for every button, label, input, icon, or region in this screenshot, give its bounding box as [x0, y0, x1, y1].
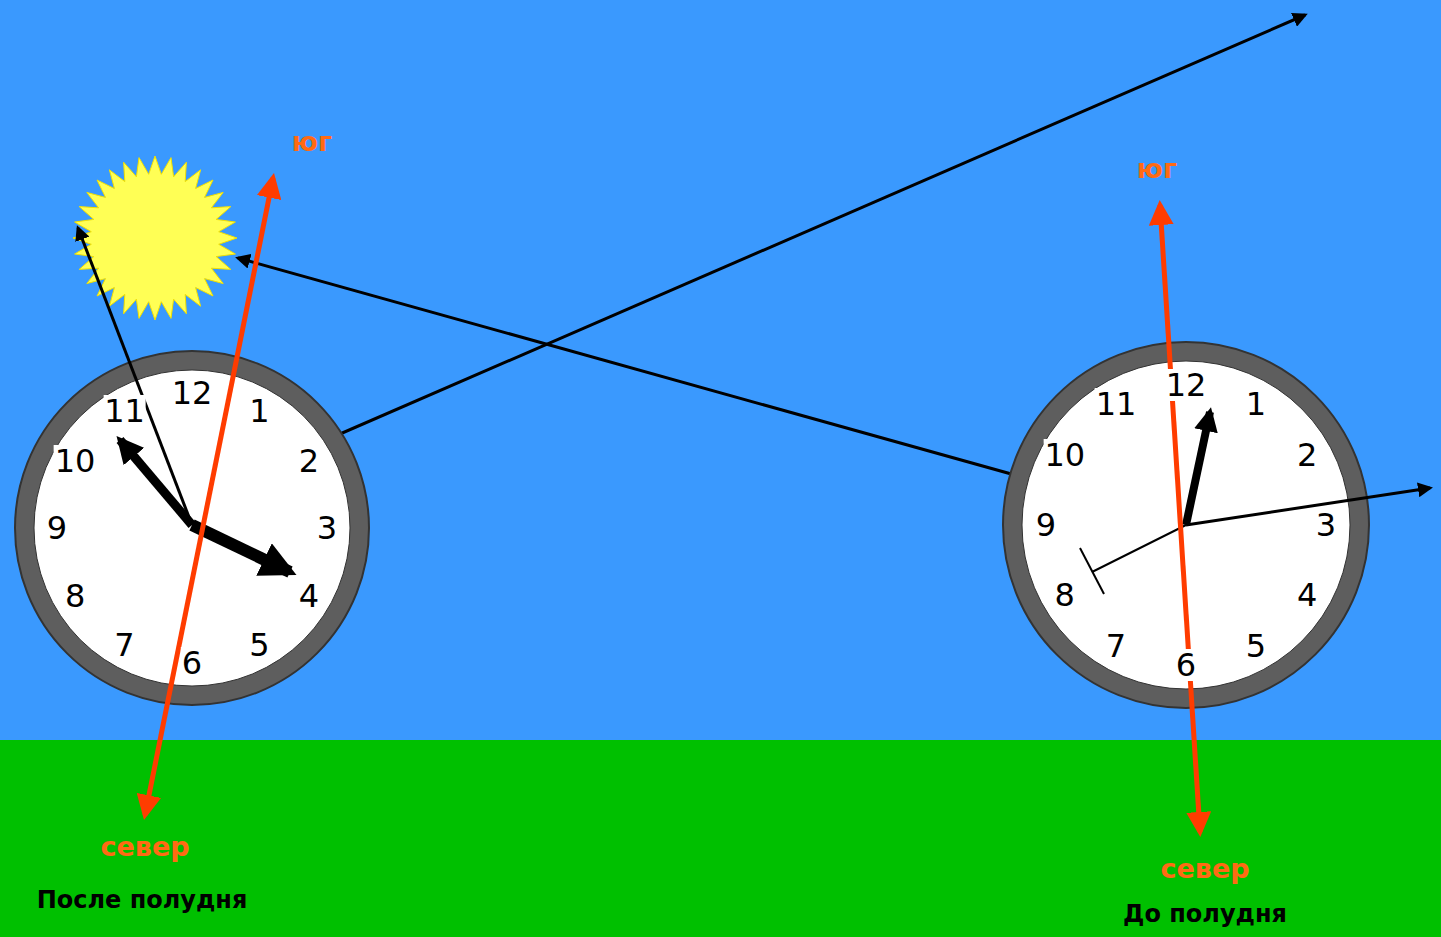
clock-number: 7	[1105, 630, 1127, 662]
clock-number: 12	[171, 377, 214, 409]
second-hand-tick	[1080, 548, 1104, 594]
clock-number: 9	[1035, 509, 1057, 541]
clock-face: 12 12 3 45 6 78 9 1011	[15, 351, 369, 705]
north-south-arrow	[1160, 205, 1200, 832]
clock-number: 10	[1043, 439, 1086, 471]
clock-number: 11	[1095, 388, 1138, 420]
clock-number: 9	[46, 512, 68, 544]
hour-hand	[192, 525, 290, 572]
minute-hand	[1186, 488, 1430, 525]
clock-number: 7	[113, 629, 135, 661]
caption: До полудня	[1123, 902, 1287, 926]
clock-number: 2	[298, 445, 320, 477]
minute-hand	[120, 440, 192, 525]
clock-number: 12	[1165, 369, 1208, 401]
clock-number: 11	[103, 395, 146, 427]
direction-label: юг	[1137, 155, 1177, 182]
clock-number: 1	[1245, 388, 1267, 420]
direction-label: юг	[292, 128, 332, 155]
caption: После полудня	[37, 888, 248, 912]
ground	[0, 740, 1441, 937]
clock-number: 2	[1296, 439, 1318, 471]
clock-number: 3	[1315, 509, 1337, 541]
clock-number: 3	[316, 512, 338, 544]
clock-rim	[1003, 342, 1369, 708]
hour-hand	[1186, 412, 1210, 525]
clock-number: 8	[64, 580, 86, 612]
clock-number: 8	[1054, 579, 1076, 611]
direction-label: север	[100, 833, 189, 860]
clock-number: 5	[248, 629, 270, 661]
north-south-arrow	[145, 178, 273, 815]
clock-rim	[15, 351, 369, 705]
clock-face: 12 12 3 45 6 78 9 10 11	[1003, 342, 1369, 708]
clock-number: 6	[181, 647, 203, 679]
clock-number: 4	[1296, 579, 1318, 611]
clock-number: 10	[54, 445, 97, 477]
clock-number: 1	[248, 395, 270, 427]
clock-number: 5	[1245, 630, 1267, 662]
clock-face	[34, 370, 350, 686]
sky	[0, 0, 1441, 740]
clock-number: 4	[298, 580, 320, 612]
second-hand	[1092, 525, 1186, 572]
direction-label: север	[1160, 855, 1249, 882]
clock-number: 6	[1175, 649, 1197, 681]
sun	[73, 156, 237, 320]
